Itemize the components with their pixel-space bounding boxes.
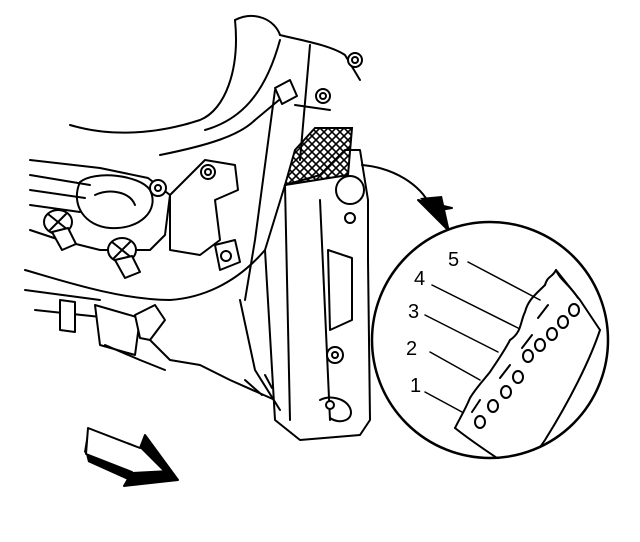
lower-bracket: [94, 304, 141, 356]
detail-view: 1 2 3 4 5: [370, 220, 610, 460]
callout-3: 3: [408, 301, 419, 323]
leader-line-3: [424, 314, 499, 353]
curved-arrow-icon: [361, 164, 453, 233]
callout-2: 2: [406, 338, 417, 360]
front-direction-arrow-icon: [84, 427, 179, 487]
manifold-bolt-center: [107, 237, 141, 279]
vin-stamp-area: [283, 127, 354, 187]
callout-5: 5: [448, 249, 459, 271]
leader-line-4: [431, 284, 519, 329]
leader-line-5: [467, 261, 541, 301]
leader-line-2: [429, 351, 481, 381]
engine-block: [24, 15, 371, 441]
callout-4: 4: [414, 268, 425, 290]
manifold-bolt-left: [43, 209, 77, 251]
leader-line-1: [424, 391, 463, 413]
callout-1: 1: [410, 375, 421, 397]
stamped-digits: [474, 303, 580, 429]
boss-upper-left: [274, 79, 298, 105]
